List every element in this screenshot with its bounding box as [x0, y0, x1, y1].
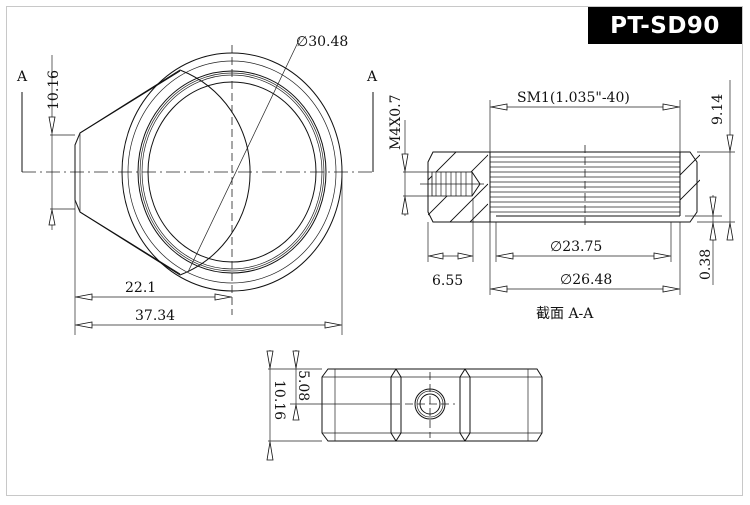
dim-width-10-16: 10.16	[271, 380, 287, 420]
dim-center-offset-22-1: 22.1	[125, 280, 156, 296]
section-view: M4X0.7 SM1(1.035"-40) 9.14 0.38 ∅23.75	[388, 80, 735, 322]
dim-thickness-9-14: 9.14	[710, 94, 726, 125]
drawing-frame	[6, 6, 743, 496]
section-caption: 截面 A-A	[536, 306, 594, 322]
label-thread-sm1: SM1(1.035"-40)	[517, 90, 630, 106]
dim-inner-diameter-23-75: ∅23.75	[550, 239, 602, 255]
bottom-view: 10.16 5.08	[266, 350, 543, 461]
dim-total-length-37-34: 37.34	[135, 308, 175, 324]
part-number-title: PT-SD90	[588, 7, 742, 44]
dim-diameter-30-48: ∅30.48	[296, 34, 348, 50]
section-marker-left: A	[16, 69, 28, 85]
dim-outer-diameter-26-48: ∅26.48	[560, 272, 612, 288]
section-marker-right: A	[366, 69, 378, 85]
dim-step-0-38: 0.38	[698, 249, 714, 280]
dim-tap-depth-6-55: 6.55	[432, 273, 463, 289]
front-view: A A ∅30.48 10.16 22.1	[16, 34, 378, 335]
dim-half-width-5-08: 5.08	[295, 370, 311, 401]
dim-height-10-16: 10.16	[46, 70, 62, 110]
label-tap-m4x0-7: M4X0.7	[388, 95, 404, 150]
